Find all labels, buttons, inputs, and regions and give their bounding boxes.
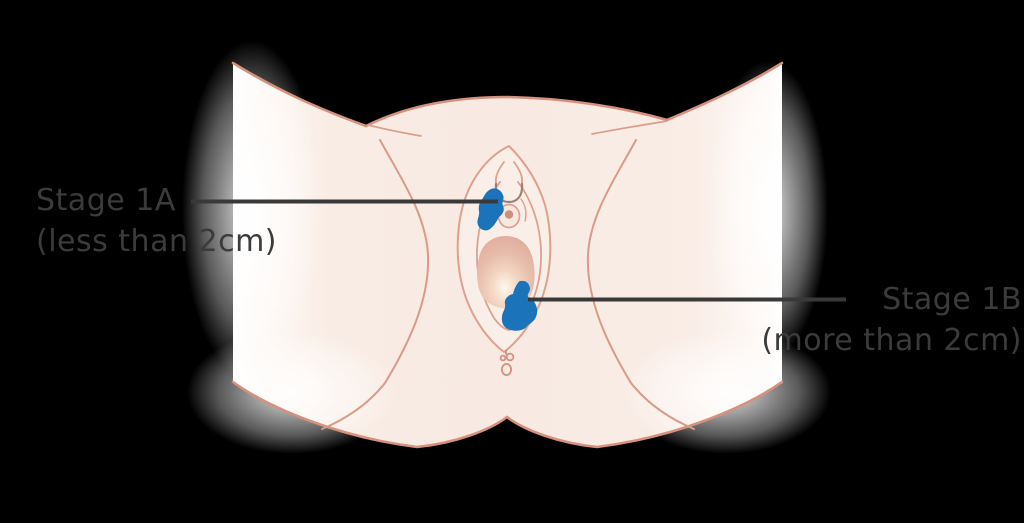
stage-1b-detail: (more than 2cm) xyxy=(761,323,1022,358)
stage-1a-callout: Stage 1A (less than 2cm) xyxy=(36,180,277,262)
stage-1b-label: Stage 1B xyxy=(882,282,1022,317)
stage-1b-callout: Stage 1B (more than 2cm) xyxy=(761,279,1022,361)
skin-highlights xyxy=(182,40,831,454)
stage-1a-detail: (less than 2cm) xyxy=(36,224,278,259)
thigh-crease-lines xyxy=(321,139,695,430)
stage-1a-tumor-marker xyxy=(477,188,504,231)
abdominal-fold-lines xyxy=(367,120,668,137)
body-outline xyxy=(231,61,784,449)
anus-icon xyxy=(499,349,515,376)
stage-1a-label: Stage 1A xyxy=(36,183,176,218)
stage-1b-tumor-marker xyxy=(501,280,538,331)
